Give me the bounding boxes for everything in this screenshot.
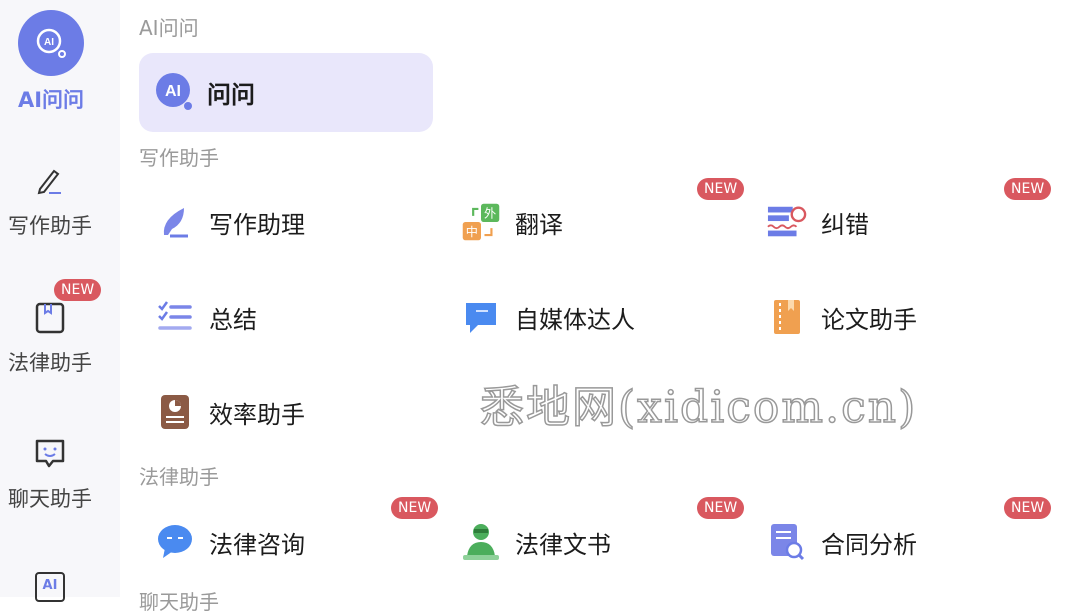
contract-search-icon xyxy=(767,522,807,562)
item-label: 自媒体达人 xyxy=(515,305,635,334)
efficiency-icon xyxy=(155,392,195,432)
sidebar-item-label: 写作助手 xyxy=(8,214,92,238)
item-writing-assistant[interactable]: 写作助理 xyxy=(139,194,439,250)
svg-text:AI: AI xyxy=(44,37,54,48)
svg-text:中: 中 xyxy=(466,224,478,239)
item-media-expert[interactable]: 自媒体达人 xyxy=(445,289,745,345)
item-label: 法律咨询 xyxy=(209,530,305,559)
new-badge: NEW xyxy=(1004,178,1052,200)
item-label: 合同分析 xyxy=(821,530,917,559)
item-label: 问问 xyxy=(207,80,255,109)
ai-box-icon: AI xyxy=(35,572,65,602)
sidebar-item-writing[interactable]: 写作助手 xyxy=(0,148,100,240)
svg-text:AI: AI xyxy=(165,83,181,100)
item-label: 法律文书 xyxy=(515,530,611,559)
new-badge: NEW xyxy=(54,279,102,301)
ai-search-icon: AI xyxy=(155,72,195,112)
sidebar-item-ai-ask[interactable]: AI AI问问 xyxy=(17,10,85,114)
section-title: AI问问 xyxy=(139,16,199,40)
item-legal-document[interactable]: 法律文书 xyxy=(445,514,745,570)
checklist-icon xyxy=(155,297,195,337)
item-label: 翻译 xyxy=(515,210,563,239)
sidebar: AI AI问问 写作助手 法律助手 NEW 聊天助手 AI xyxy=(0,0,120,602)
item-summary[interactable]: 总结 xyxy=(139,289,439,345)
item-translate[interactable]: 外中 翻译 xyxy=(445,194,745,250)
item-label: 效率助手 xyxy=(209,400,305,429)
main-content: AI问问 AI 问问 写作助手 写作助理 外中 翻译 NEW 纠错 NEW 总结… xyxy=(139,0,1080,614)
sidebar-item-label: 聊天助手 xyxy=(8,487,92,511)
item-legal-consult[interactable]: 法律咨询 xyxy=(139,514,439,570)
new-badge: NEW xyxy=(391,497,439,519)
chat-bubble-icon xyxy=(155,522,195,562)
item-label: 纠错 xyxy=(821,210,869,239)
item-correction[interactable]: 纠错 xyxy=(751,194,1051,250)
section-title: 写作助手 xyxy=(139,146,219,170)
item-label: 论文助手 xyxy=(821,305,917,334)
item-label: 总结 xyxy=(209,305,257,334)
quill-icon xyxy=(155,202,195,242)
correction-icon xyxy=(767,202,807,242)
item-contract-analysis[interactable]: 合同分析 xyxy=(751,514,1051,570)
chat-flag-icon xyxy=(461,297,501,337)
new-badge: NEW xyxy=(697,178,745,200)
sidebar-item-legal[interactable]: 法律助手 xyxy=(0,285,100,377)
item-label: 写作助理 xyxy=(209,210,305,239)
thesis-book-icon xyxy=(767,297,807,337)
item-thesis[interactable]: 论文助手 xyxy=(751,289,1051,345)
new-badge: NEW xyxy=(697,497,745,519)
ai-search-icon: AI xyxy=(18,10,84,76)
lawyer-icon xyxy=(461,522,501,562)
new-badge: NEW xyxy=(1004,497,1052,519)
section-title: 法律助手 xyxy=(139,465,219,489)
item-ask[interactable]: AI 问问 xyxy=(139,64,439,120)
sidebar-item-label: 法律助手 xyxy=(8,351,92,375)
sidebar-item-label: AI问问 xyxy=(17,88,85,112)
svg-text:外: 外 xyxy=(484,207,496,221)
smile-chat-icon xyxy=(17,421,83,487)
translate-icon: 外中 xyxy=(461,202,501,242)
sidebar-item-chat[interactable]: 聊天助手 xyxy=(0,421,100,513)
item-efficiency[interactable]: 效率助手 xyxy=(139,384,439,440)
legal-book-icon xyxy=(17,285,83,351)
section-title: 聊天助手 xyxy=(139,590,219,614)
sidebar-item-ai[interactable]: AI xyxy=(0,572,100,602)
pencil-icon xyxy=(17,148,83,214)
